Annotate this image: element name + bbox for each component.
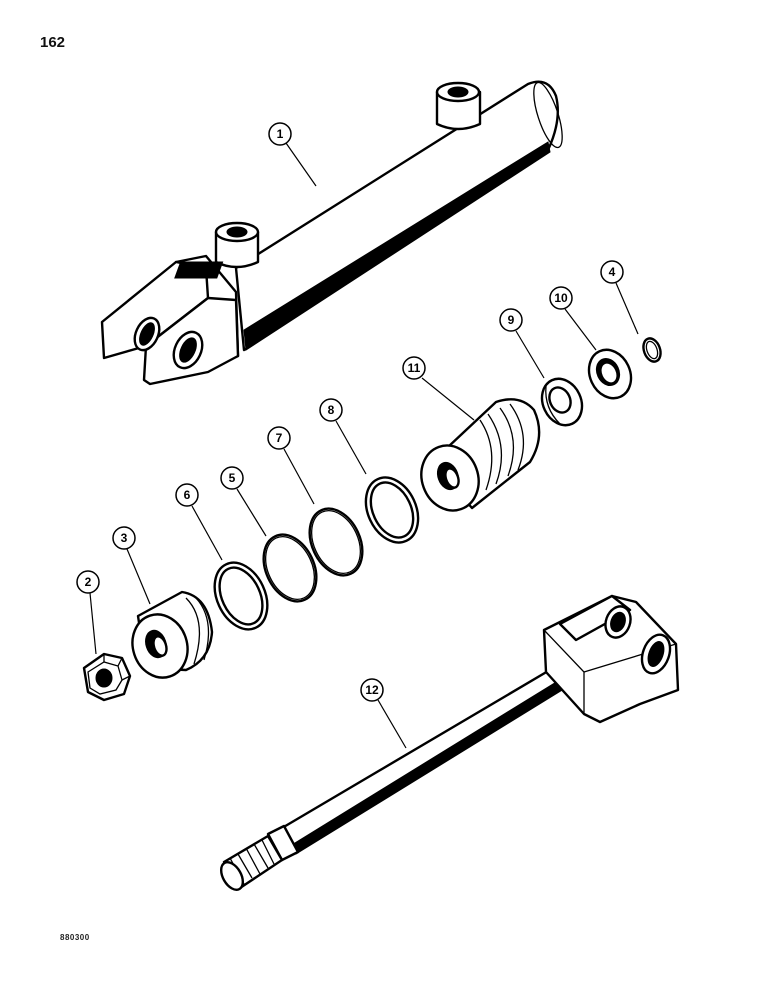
wear-ring [540,377,584,427]
callout-7: 7 [267,426,291,450]
cylinder-head [131,590,214,679]
callout-1: 1 [268,122,292,146]
callout-label-5: 5 [229,471,236,485]
callout-6: 6 [175,483,199,507]
backup-ring-6 [213,561,269,631]
callout-12: 12 [360,678,384,702]
callout-9: 9 [499,308,523,332]
callouts: 1 2 3 4 5 6 7 [76,122,639,749]
callout-2: 2 [76,570,100,594]
callout-label-6: 6 [184,488,191,502]
cylinder-barrel [100,80,563,386]
piston [420,398,541,512]
callout-5: 5 [220,466,244,490]
callout-label-1: 1 [277,127,284,141]
callout-label-9: 9 [508,313,515,327]
o-ring-7 [308,507,364,577]
callout-label-3: 3 [121,531,128,545]
callout-label-10: 10 [554,291,568,305]
callout-label-8: 8 [328,403,335,417]
callout-11: 11 [402,356,426,380]
callout-label-2: 2 [85,575,92,589]
callout-3: 3 [112,526,136,550]
callout-4: 4 [600,260,624,284]
figure-code: 880300 [60,933,90,942]
callout-label-4: 4 [609,265,616,279]
callout-label-7: 7 [276,431,283,445]
page-number: 162 [40,34,66,51]
hex-nut [82,652,132,702]
callout-8: 8 [319,398,343,422]
callout-label-12: 12 [365,683,379,697]
callout-label-11: 11 [408,361,421,375]
backup-ring-8 [364,476,420,544]
piston-rod [219,594,680,891]
o-ring-5 [262,533,318,603]
seal [587,348,633,400]
callout-10: 10 [549,286,573,310]
o-ring-small [642,337,662,363]
